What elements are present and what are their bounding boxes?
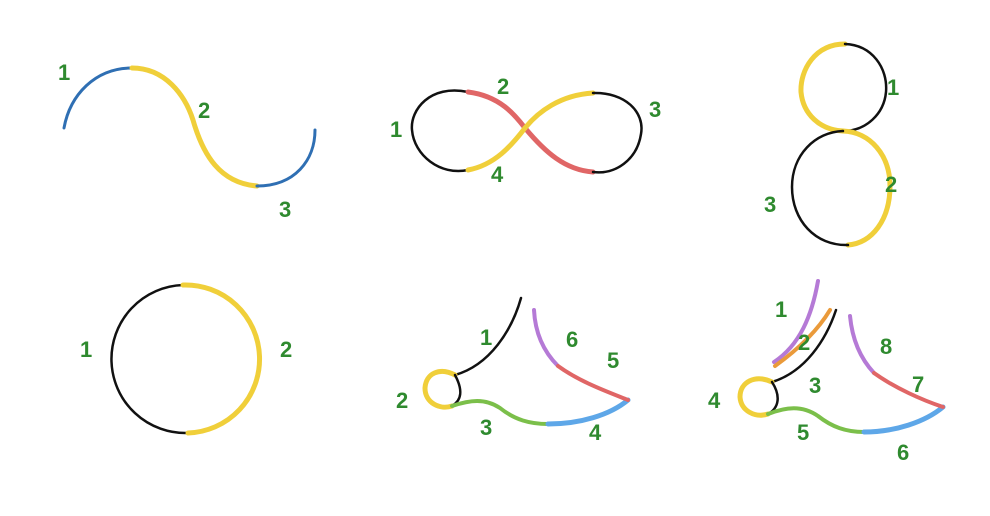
fig8h-label-1: 1	[390, 117, 402, 142]
circle-label-2: 2	[280, 337, 292, 362]
panel-s-curve: 1 2 3	[58, 60, 317, 222]
loop6-label-1: 1	[480, 325, 492, 350]
loop6-label-4: 4	[589, 420, 602, 445]
loop8-label-3: 3	[809, 373, 821, 398]
panel-figure-eight-horizontal: 1 2 3 4	[390, 74, 661, 187]
circle-label-1: 1	[80, 337, 92, 362]
s-curve-label-2: 2	[198, 98, 210, 123]
fig8v-bottom-yellow	[840, 128, 893, 248]
loop8-label-4: 4	[708, 388, 721, 413]
loop6-black-stem	[453, 296, 523, 377]
loop8-green-segment	[766, 406, 866, 434]
loop8-purple-right	[848, 314, 876, 375]
fig8h-black-right	[591, 91, 643, 174]
fig8h-label-2: 2	[497, 74, 509, 99]
panel-loop-six: 1 2 3 4 5 6	[396, 296, 631, 445]
fig8v-label-2: 2	[885, 172, 897, 197]
s-curve-yellow-segment	[129, 65, 260, 189]
loop8-label-8: 8	[880, 334, 892, 359]
loop8-label-5: 5	[797, 420, 809, 445]
loop6-purple-segment	[532, 308, 560, 368]
fig8h-yellow-bottom	[465, 125, 528, 173]
loop8-label-2: 2	[798, 330, 810, 355]
loop8-red-segment	[872, 371, 945, 409]
loop6-lightblue-segment	[545, 397, 631, 427]
circle-yellow-right	[180, 282, 263, 436]
loop6-red-segment	[556, 364, 630, 402]
loop8-label-7: 7	[912, 372, 924, 397]
loop8-black-stem	[770, 308, 838, 384]
fig8v-label-3: 3	[764, 192, 776, 217]
fig8h-red-segment	[465, 89, 596, 175]
s-curve-label-1: 1	[58, 60, 70, 85]
fig8v-bottom-black	[790, 129, 850, 247]
s-curve-label-3: 3	[279, 197, 291, 222]
fig8v-label-1: 1	[887, 75, 899, 100]
loop6-black-join	[450, 373, 462, 408]
loop6-label-5: 5	[607, 348, 619, 373]
s-curve-blue-end	[255, 128, 317, 188]
fig8v-top-yellow	[798, 41, 848, 134]
loop6-label-3: 3	[480, 415, 492, 440]
loop6-label-2: 2	[396, 388, 408, 413]
fig8h-label-4: 4	[491, 162, 504, 187]
loop6-yellow-loop	[422, 369, 458, 410]
loop6-green-segment	[450, 399, 550, 426]
circle-black-left	[110, 283, 190, 435]
panel-figure-eight-vertical: 1 2 3	[764, 41, 899, 248]
loop8-label-1: 1	[775, 297, 787, 322]
panel-circle: 1 2	[80, 282, 292, 436]
fig8h-yellow-top	[522, 90, 596, 131]
loop8-lightblue-segment	[861, 404, 946, 435]
fig8h-black-left	[410, 89, 470, 173]
loop6-label-6: 6	[566, 327, 578, 352]
loop8-orange-segment	[773, 308, 832, 368]
s-curve-blue-start	[62, 66, 134, 130]
panel-loop-eight: 1 2 3 4 5 6 7 8	[708, 279, 946, 465]
loop8-purple-left	[772, 279, 820, 364]
fig8v-top-black	[841, 42, 888, 133]
fig8h-label-3: 3	[649, 97, 661, 122]
loop8-yellow-loop	[737, 376, 775, 418]
loop8-label-6: 6	[897, 440, 909, 465]
